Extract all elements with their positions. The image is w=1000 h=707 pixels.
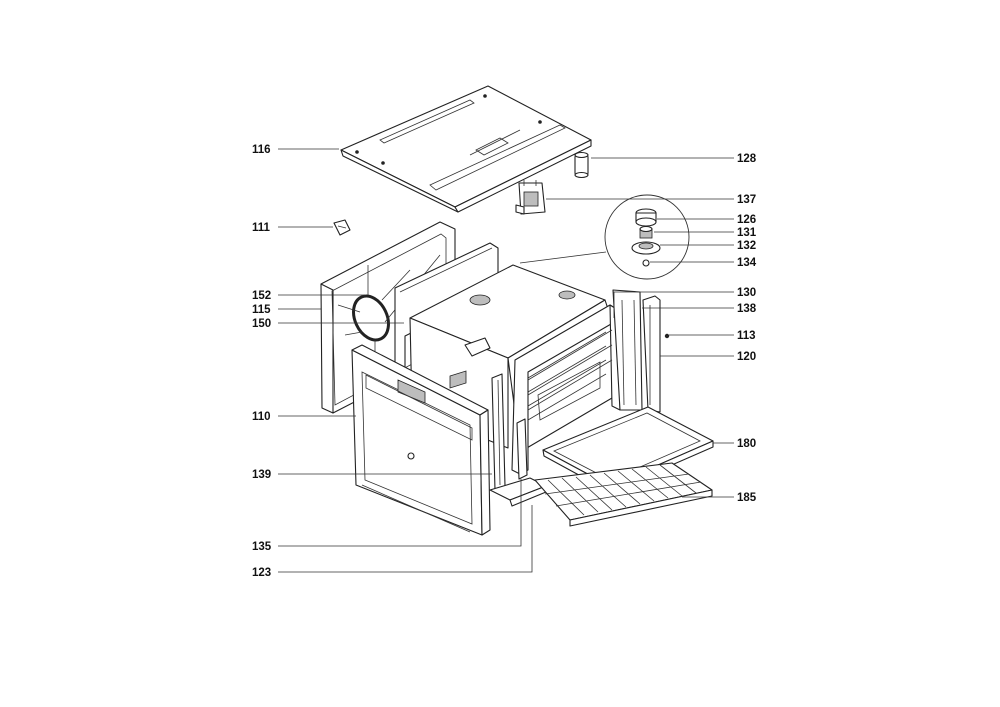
label-139: 139 — [252, 469, 271, 481]
label-110: 110 — [252, 411, 271, 423]
part-137-bracket — [515, 180, 546, 215]
label-132: 132 — [737, 240, 756, 252]
leader-lines — [278, 148, 734, 573]
label-126: 126 — [737, 214, 756, 226]
label-128: 128 — [737, 153, 757, 165]
label-123: 123 — [252, 567, 271, 579]
label-130: 130 — [737, 287, 756, 299]
part-110-door — [351, 344, 491, 536]
label-134: 134 — [737, 257, 757, 269]
part-185-wire-rack — [534, 462, 713, 527]
label-135: 135 — [252, 541, 272, 553]
part-top-cover — [340, 85, 592, 213]
label-120: 120 — [737, 351, 756, 363]
label-111: 111 — [252, 222, 271, 234]
label-138: 138 — [737, 303, 757, 315]
label-152: 152 — [252, 290, 271, 302]
part-128-cylinder — [574, 151, 589, 179]
label-131: 131 — [737, 227, 757, 239]
lamp-detail-callout — [519, 194, 690, 280]
label-185: 185 — [737, 492, 757, 504]
label-116: 116 — [252, 144, 271, 156]
label-180: 180 — [737, 438, 756, 450]
label-137: 137 — [737, 194, 756, 206]
label-113: 113 — [737, 330, 756, 342]
label-150: 150 — [252, 318, 271, 330]
part-120-right-panel — [642, 295, 661, 413]
callout-labels: 116 111 152 115 150 110 139 135 123 128 … — [252, 144, 757, 579]
label-115: 115 — [252, 304, 271, 316]
part-113-screw — [664, 333, 670, 339]
part-111-clip — [333, 219, 351, 236]
part-135-rail — [516, 418, 528, 480]
